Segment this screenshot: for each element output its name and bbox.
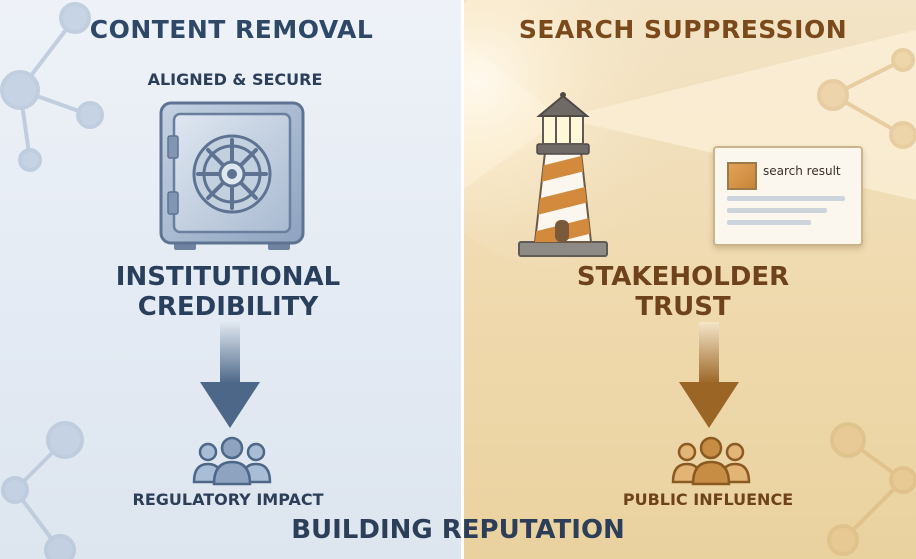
headline-line-2: CREDIBILITY [137, 292, 319, 322]
public-influence-label: PUBLIC INFLUENCE [622, 490, 794, 509]
network-node-icon [0, 2, 104, 172]
down-arrow-icon [679, 322, 739, 428]
people-group-icon [192, 436, 272, 486]
result-line [727, 208, 827, 213]
regulatory-impact-label: REGULATORY IMPACT [132, 490, 324, 509]
down-arrow-icon [200, 322, 260, 428]
headline-line-1: INSTITUTIONAL [115, 262, 341, 292]
result-line [727, 220, 811, 225]
search-suppression-title: SEARCH SUPPRESSION [518, 15, 848, 44]
building-reputation-title: BUILDING REPUTATION [291, 515, 625, 545]
panel-divider [461, 0, 464, 559]
network-node-icon [1, 421, 84, 559]
aligned-secure-label: ALIGNED & SECURE [147, 70, 323, 89]
headline-line-2: TRUST [635, 292, 731, 322]
search-result-label: search result [763, 164, 841, 178]
result-thumbnail [727, 162, 757, 190]
content-removal-title: CONTENT REMOVAL [89, 15, 374, 44]
search-suppression-panel: SEARCH SUPPRESSION search result STAKEH [463, 0, 916, 559]
people-group-icon [671, 436, 751, 486]
lighthouse-icon [518, 92, 608, 257]
network-node-icon [817, 48, 916, 149]
network-node-icon [827, 422, 916, 556]
safe-vault-icon [159, 101, 305, 250]
institutional-credibility-heading: INSTITUTIONAL CREDIBILITY [0, 262, 456, 322]
stakeholder-trust-heading: STAKEHOLDER TRUST [463, 262, 903, 322]
content-removal-panel: CONTENT REMOVAL ALIGNED & SECURE [0, 0, 463, 559]
search-result-card-icon: search result [713, 146, 863, 246]
headline-line-1: STAKEHOLDER [576, 262, 790, 292]
result-line [727, 196, 845, 201]
